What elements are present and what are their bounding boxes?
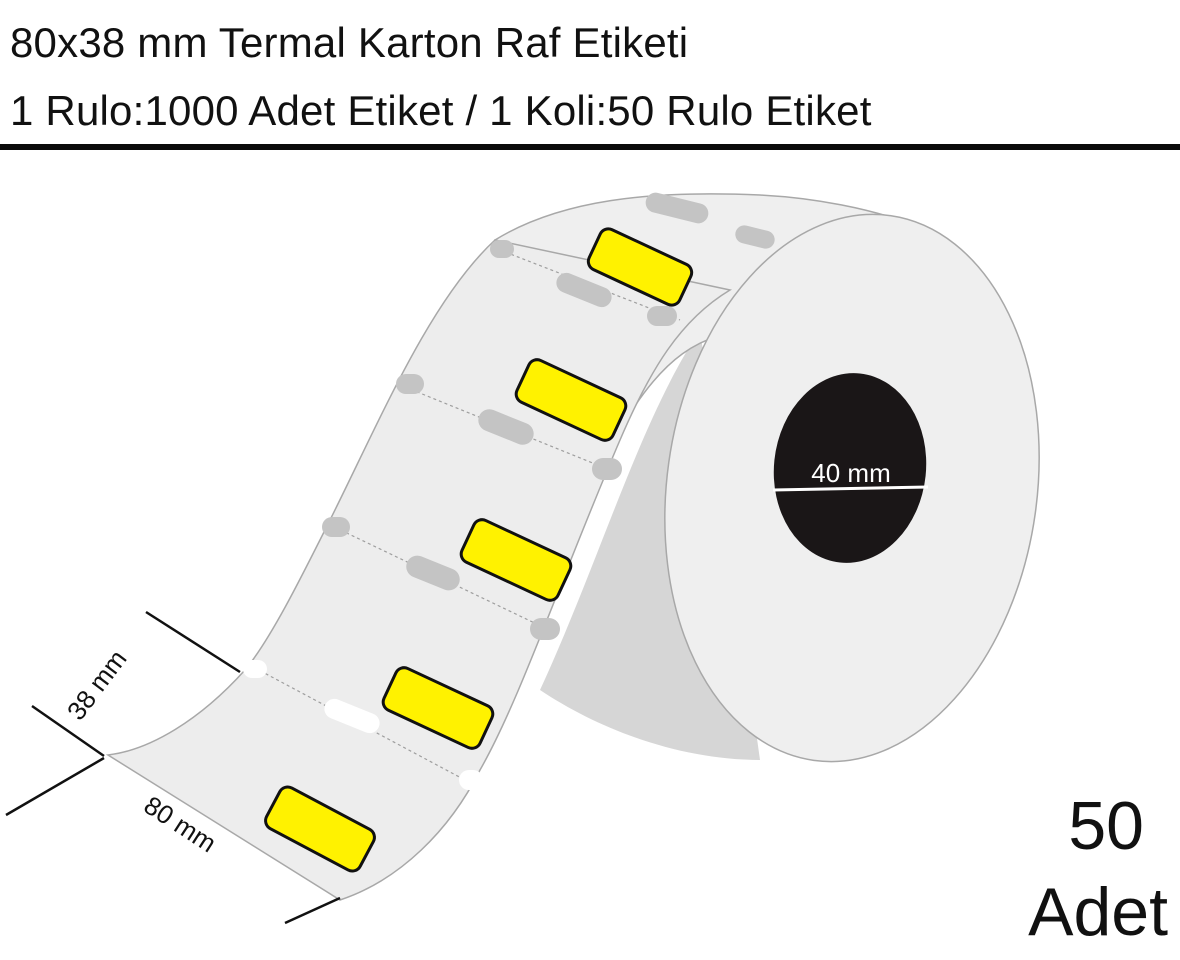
label-1 — [586, 227, 694, 307]
height-dimension-label: 38 mm — [61, 644, 133, 726]
core-diameter-label: 40 mm — [811, 458, 890, 488]
label-5 — [264, 785, 376, 873]
roll-core — [773, 373, 927, 563]
label-4 — [381, 666, 495, 750]
product-subtitle: 1 Rulo:1000 Adet Etiket / 1 Koli:50 Rulo… — [10, 87, 872, 134]
gap-marks — [322, 192, 775, 640]
product-title: 80x38 mm Termal Karton Raf Etiketi — [10, 19, 689, 66]
label-2 — [514, 358, 628, 442]
header-divider — [0, 144, 1180, 150]
gap-marks-light — [243, 660, 483, 790]
yellow-labels — [264, 227, 694, 873]
label-3 — [459, 518, 573, 602]
quantity-number: 50 — [1068, 788, 1144, 864]
dimension-lines — [5, 610, 341, 925]
quantity-unit: Adet — [1028, 874, 1168, 950]
core-diameter-line — [772, 485, 929, 492]
